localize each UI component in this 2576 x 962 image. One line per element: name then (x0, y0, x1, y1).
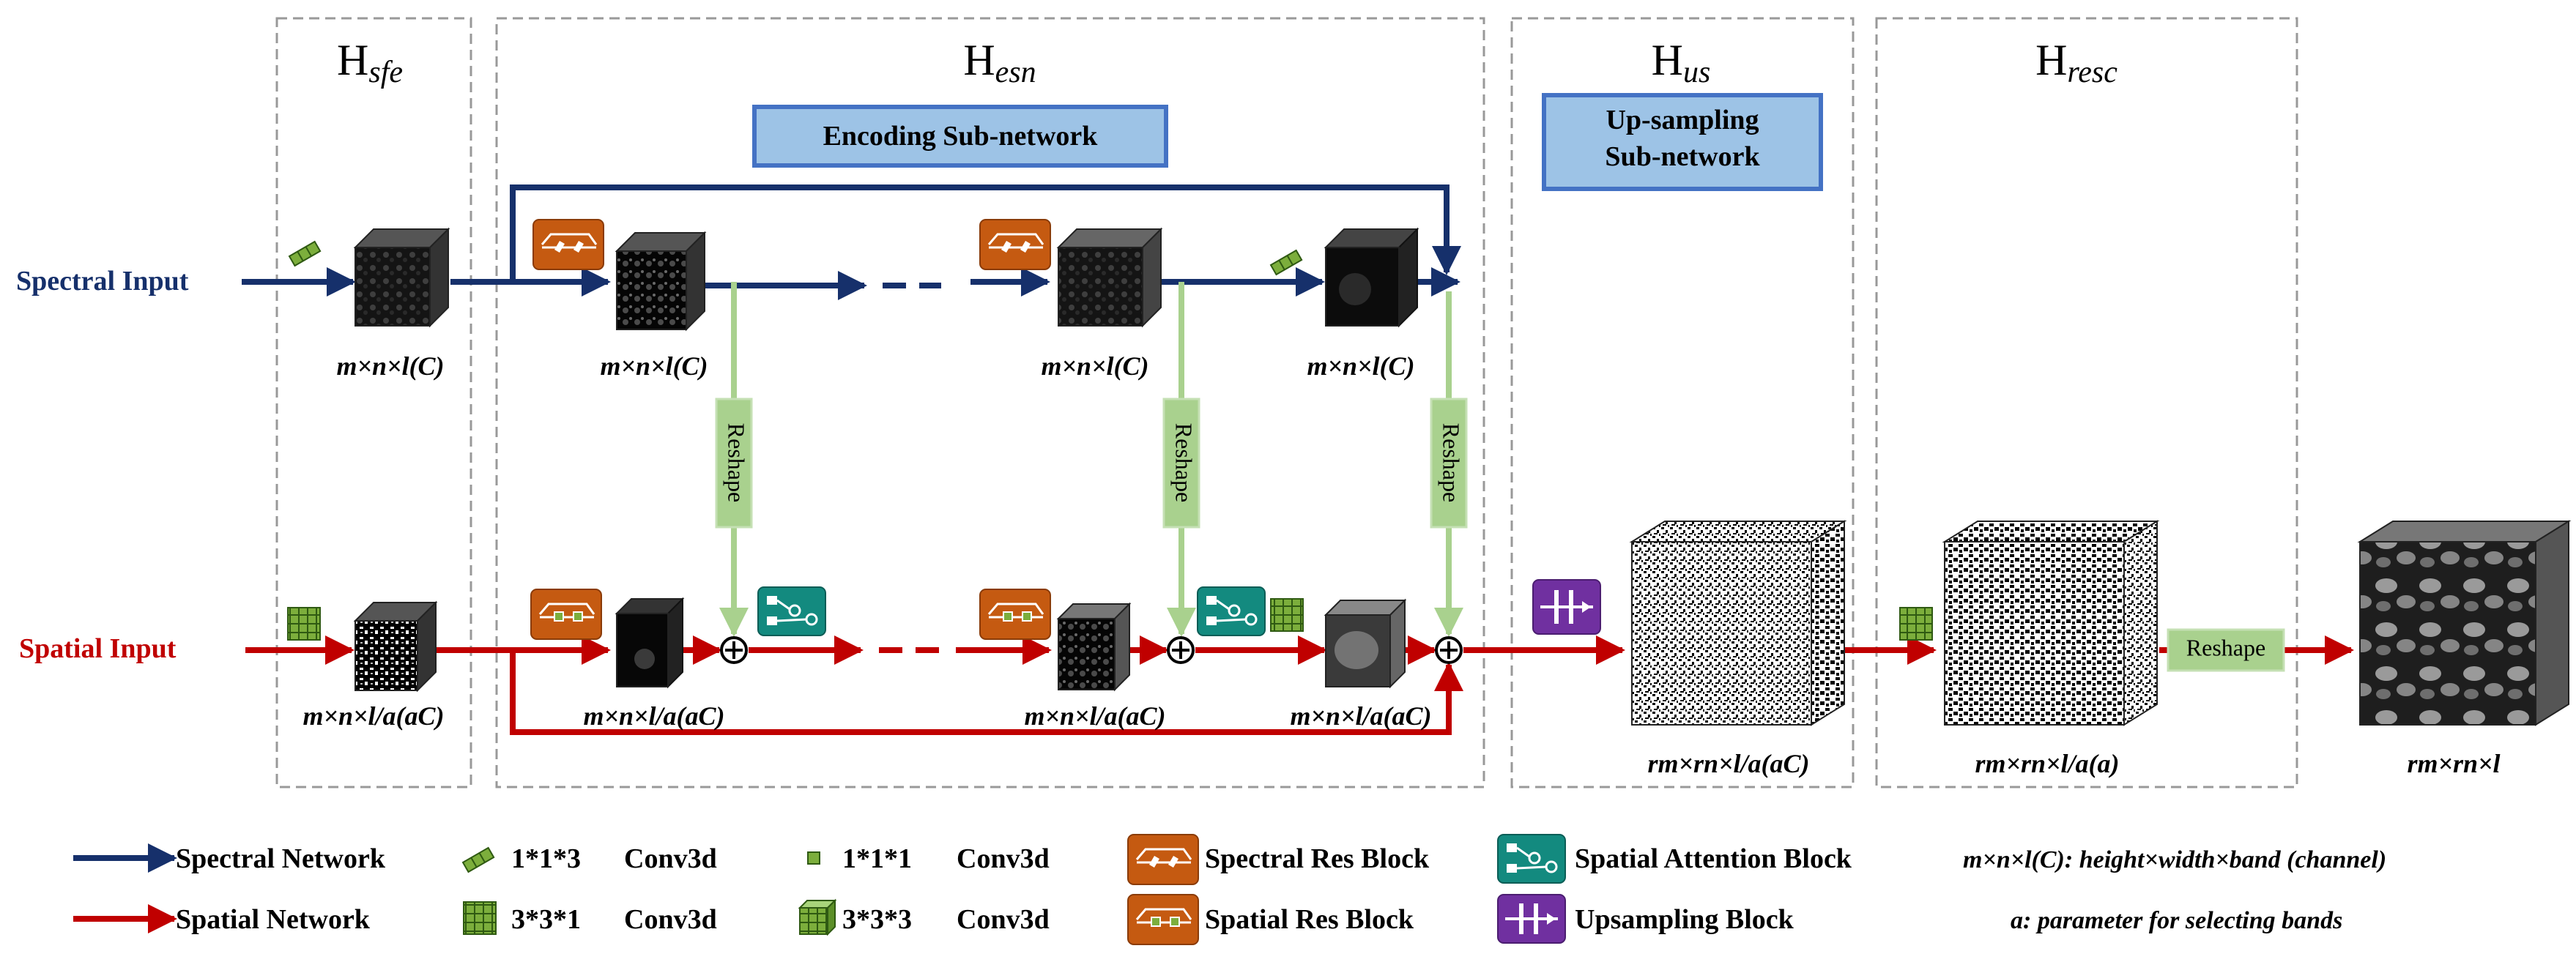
spatial-attention-block-icon-2 (1197, 586, 1266, 636)
section-esn-box (495, 17, 1485, 788)
upsampling-subnetwork-banner (1542, 93, 1823, 191)
dim-label-rescaled: rm×rn×l/a(a) (1975, 749, 2119, 778)
spectral-res-block-icon-1 (532, 219, 604, 270)
svg-text:Reshape: Reshape (724, 423, 750, 502)
add-node-3 (1435, 636, 1463, 664)
legend-upsampling-label: Upsampling Block (1575, 904, 1794, 935)
legend-spectral-res-label: Spectral Res Block (1205, 843, 1430, 874)
legend-spatial-res-label: Spatial Res Block (1205, 904, 1414, 935)
dim-label-spectral-sfe: m×n×l(C) (336, 351, 444, 381)
add-node-2 (1167, 636, 1195, 664)
legend-spatial-res-icon (1127, 894, 1199, 945)
dim-label-spectral-esn-3: m×n×l(C) (1307, 351, 1414, 381)
svg-text:Reshape: Reshape (2186, 634, 2265, 660)
legend-113-kernel: 1*1*3 (511, 843, 581, 874)
upsampled-cube (1629, 520, 1847, 726)
section-us-box (1510, 17, 1855, 788)
conv3d-331-icon-sfe (287, 607, 321, 641)
dim-label-spatial-esn-3: m×n×l/a(aC) (1290, 701, 1431, 731)
legend-113-icon (461, 846, 495, 873)
conv3d-113-icon-sfe (288, 240, 322, 267)
encoding-subnetwork-banner (752, 105, 1168, 168)
legend-111-icon (807, 851, 820, 865)
legend-attention-label: Spatial Attention Block (1575, 843, 1852, 874)
legend-spatial-network: Spatial Network (176, 904, 371, 935)
dim-label-spatial-esn-1: m×n×l/a(aC) (583, 701, 724, 731)
legend-spectral-network: Spectral Network (176, 843, 386, 874)
section-title-resc: Hresc (2035, 36, 2117, 89)
add-nodes (720, 636, 1463, 664)
section-title-esn: Hesn (963, 36, 1036, 89)
dim-label-spatial-sfe: m×n×l/a(aC) (302, 701, 444, 731)
legend-upsampling-icon (1497, 894, 1566, 944)
dim-label-spatial-esn-2: m×n×l/a(aC) (1024, 701, 1165, 731)
upsampling-subnetwork-label-1: Up-sampling (1606, 105, 1759, 135)
legend-333-conv: Conv3d (957, 904, 1050, 935)
add-node-1 (720, 636, 748, 664)
section-sfe-box (275, 17, 472, 788)
spectral-cube-sfe (353, 227, 450, 328)
reshape-box-2: Reshape (1162, 398, 1200, 529)
spatial-flow (245, 635, 2354, 735)
legend-113-conv: Conv3d (624, 843, 717, 874)
conv3d-113-icon-esn (1269, 249, 1303, 276)
spatial-attention-block-icon-1 (757, 586, 826, 636)
dim-label-final: rm×rn×l (2407, 749, 2500, 778)
spectral-cube-esn-1 (615, 231, 707, 332)
reshape-box-final: Reshape (2167, 628, 2285, 672)
spectral-input-label: Spectral Input (16, 266, 189, 297)
legend-333-kernel: 3*3*3 (842, 904, 912, 935)
legend-333-icon (798, 898, 837, 936)
section-resc-box (1875, 17, 2298, 788)
spectral-cube-esn-3 (1324, 227, 1419, 328)
svg-text:Reshape: Reshape (1171, 423, 1198, 502)
dim-label-upsampled: rm×rn×l/a(aC) (1647, 749, 1809, 778)
spectral-res-block-icon-2 (979, 219, 1051, 270)
legend-331-icon (463, 901, 497, 935)
legend-param-label: a: parameter for selecting bands (2011, 907, 2342, 934)
section-title-sfe: Hsfe (337, 36, 403, 89)
upsampling-block-icon-main (1532, 579, 1601, 635)
spectral-cube-esn-2 (1056, 227, 1163, 328)
dim-label-spectral-esn-2: m×n×l(C) (1041, 351, 1148, 381)
legend-attention-icon (1497, 834, 1566, 884)
spatial-res-block-icon-2 (979, 589, 1051, 640)
spatial-cube-esn-1 (615, 597, 685, 689)
encoding-subnetwork-label: Encoding Sub-network (823, 121, 1099, 152)
legend-331-conv: Conv3d (624, 904, 717, 935)
legend-111-conv: Conv3d (957, 843, 1050, 874)
conv3d-331-icon-esn (1270, 598, 1304, 632)
dim-label-spectral-esn-1: m×n×l(C) (600, 351, 708, 381)
legend-331-kernel: 3*3*1 (511, 904, 581, 935)
svg-text:Reshape: Reshape (1439, 423, 1465, 502)
section-title-us: Hus (1652, 36, 1711, 89)
legend-spectral-res-icon (1127, 834, 1199, 885)
spatial-res-block-icon-1 (530, 589, 602, 640)
legend-111-kernel: 1*1*1 (842, 843, 912, 874)
spatial-input-label: Spatial Input (19, 633, 177, 664)
legend-dims-key: m×n×l(C): height×width×band (channel) (1963, 846, 2386, 873)
reshape-box-3: Reshape (1430, 398, 1468, 529)
output-image-cube (2357, 520, 2572, 726)
spatial-cube-esn-2 (1056, 602, 1132, 692)
reshape-box-1: Reshape (715, 398, 753, 529)
spatial-cube-esn-3 (1324, 598, 1407, 689)
legend: Spectral Network Spatial Network 1*1*3 C… (73, 834, 2386, 945)
conv3d-331-icon-resc (1899, 607, 1933, 641)
reshape-flows (719, 282, 1463, 637)
spectral-flow (242, 184, 1461, 300)
upsampling-subnetwork-label-2: Sub-network (1605, 141, 1760, 172)
rescaled-cube (1942, 520, 2160, 726)
spatial-cube-sfe (353, 600, 438, 693)
